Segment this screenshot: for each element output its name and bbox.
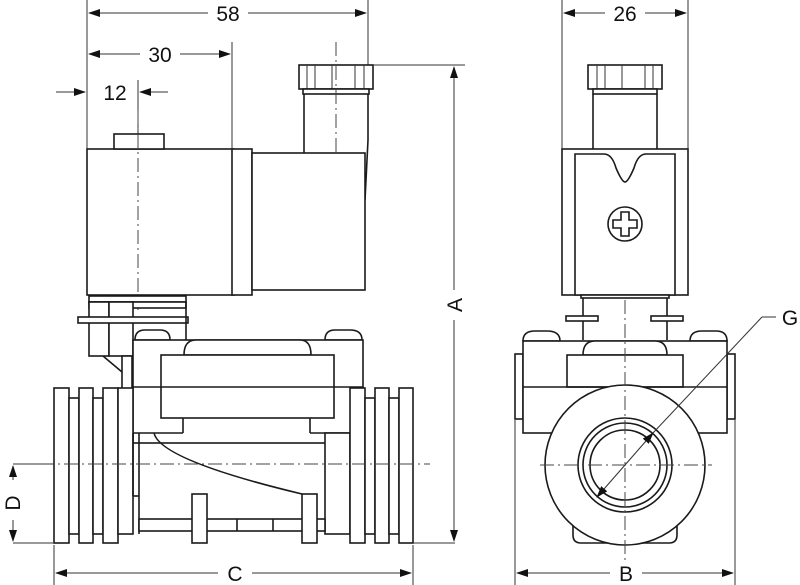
- dim-label-c: C: [227, 563, 242, 585]
- dim-label-30: 30: [148, 44, 171, 67]
- connector-housing: [251, 152, 366, 291]
- screw-icon: [607, 206, 643, 242]
- flange-right: [374, 387, 390, 544]
- side-view: 58 30 12: [2, 0, 467, 585]
- coil-nut: [113, 133, 165, 150]
- flange-left: [53, 387, 70, 544]
- dim-label-26: 26: [613, 3, 636, 26]
- dim-label-a: A: [444, 298, 467, 312]
- dim-label-g: G: [782, 307, 798, 330]
- flange-right: [398, 387, 414, 544]
- flange-left: [78, 387, 94, 544]
- dim-label-12: 12: [103, 82, 126, 105]
- coil-flange: [231, 148, 253, 296]
- dim-label-58: 58: [216, 3, 239, 26]
- flange-left: [102, 387, 119, 544]
- armature-washer: [77, 316, 189, 324]
- dim-label-d: D: [2, 495, 25, 510]
- coil-body: [86, 148, 235, 296]
- dim-label-b: B: [619, 563, 633, 585]
- end-view: 26: [514, 0, 798, 585]
